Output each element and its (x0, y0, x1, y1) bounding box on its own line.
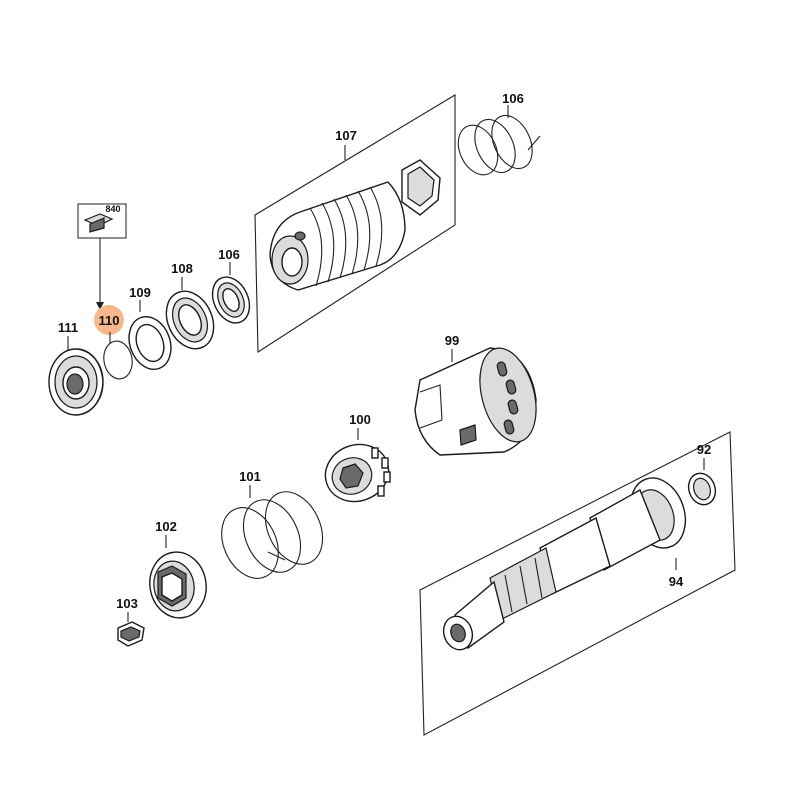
part-108-group[interactable] (157, 277, 222, 356)
label-92: 92 (697, 442, 711, 457)
part-107-frame (254, 94, 456, 353)
part-110-oring (103, 340, 133, 380)
part-111-shape (48, 348, 104, 416)
part-109-group[interactable] (122, 300, 178, 375)
label-106: 106 (502, 91, 524, 106)
part-111-group[interactable] (48, 336, 104, 416)
label-105: 106 (218, 247, 240, 262)
part-109-washer (128, 316, 172, 370)
part-94-shaft (442, 477, 687, 651)
part-106-spring (457, 114, 541, 176)
part-110-highlight (94, 305, 124, 335)
part-92-ring (687, 472, 717, 506)
part-101-springs (221, 491, 324, 579)
part-100-gear (324, 443, 391, 503)
part-106-group[interactable] (451, 105, 541, 181)
part-840-group[interactable] (77, 203, 127, 310)
part-99-sleeve (414, 347, 537, 456)
part-102-collar (149, 551, 207, 619)
label-840: 840 (105, 204, 120, 214)
part-92-group[interactable] (684, 458, 719, 508)
label-110: 110 (99, 313, 120, 328)
label-99: 99 (445, 333, 459, 348)
part-840-icon (83, 213, 114, 233)
part-101-group[interactable] (211, 483, 334, 588)
label-101: 101 (239, 469, 261, 484)
part-103-block (117, 621, 145, 647)
label-100: 100 (349, 412, 371, 427)
part-110-group[interactable] (101, 332, 135, 381)
part-103-group[interactable] (117, 612, 145, 647)
label-108: 108 (171, 261, 193, 276)
part-99-group[interactable] (414, 342, 546, 456)
part-107-housing (269, 159, 441, 291)
part-94-group[interactable] (419, 431, 736, 736)
part-108-ring (165, 290, 215, 350)
part-107-group[interactable] (254, 94, 456, 353)
part-105-ring (211, 276, 251, 324)
label-107: 107 (335, 128, 357, 143)
label-111: 111 (58, 320, 78, 335)
label-94: 94 (669, 574, 684, 589)
part-102-group[interactable] (145, 535, 212, 622)
label-109: 109 (129, 285, 151, 300)
part-840-arrow (96, 302, 104, 310)
label-102: 102 (155, 519, 177, 534)
label-103: 103 (116, 596, 138, 611)
part-105-group[interactable] (205, 262, 256, 329)
part-100-group[interactable] (317, 428, 396, 510)
part-94-frame (419, 431, 736, 736)
